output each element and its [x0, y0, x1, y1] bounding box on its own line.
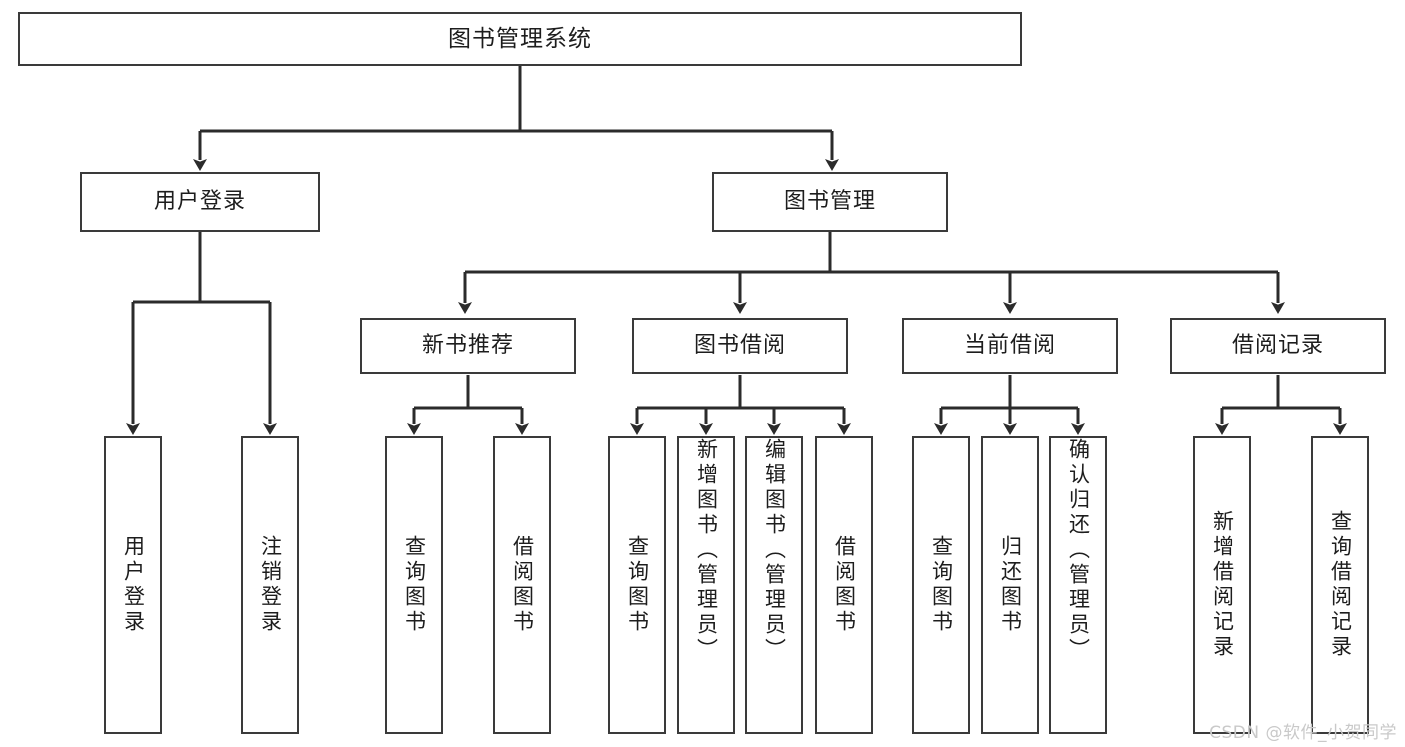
leaf-logout[interactable]: 注销登录	[241, 436, 299, 734]
leaf-return-book[interactable]: 归还图书	[981, 436, 1039, 734]
node-label: 查询图书	[929, 535, 954, 635]
leaf-edit-book-admin[interactable]: 编辑图书（管理员）	[745, 436, 803, 734]
node-current-borrow[interactable]: 当前借阅	[902, 318, 1118, 374]
node-label: 确认归还（管理员）	[1066, 438, 1091, 663]
node-label: 借阅图书	[510, 535, 535, 635]
node-label: 借阅记录	[1231, 333, 1324, 359]
leaf-query-book-c[interactable]: 查询图书	[912, 436, 970, 734]
node-label: 借阅图书	[832, 535, 857, 635]
node-label: 查询图书	[625, 535, 650, 635]
node-label: 查询图书	[402, 535, 427, 635]
leaf-add-book-admin[interactable]: 新增图书（管理员）	[677, 436, 735, 734]
leaf-borrow-book-b[interactable]: 借阅图书	[815, 436, 873, 734]
leaf-borrow-book-a[interactable]: 借阅图书	[493, 436, 551, 734]
leaf-query-borrow-record[interactable]: 查询借阅记录	[1311, 436, 1369, 734]
node-label: 图书借阅	[693, 333, 786, 359]
csdn-watermark: CSDN @软件_小贺同学	[1209, 723, 1397, 743]
node-label: 新增图书（管理员）	[694, 438, 719, 663]
leaf-confirm-return-admin[interactable]: 确认归还（管理员）	[1049, 436, 1107, 734]
leaf-query-book-a[interactable]: 查询图书	[385, 436, 443, 734]
node-label: 注销登录	[258, 535, 283, 635]
node-label: 新增借阅记录	[1210, 510, 1235, 660]
leaf-add-borrow-record[interactable]: 新增借阅记录	[1193, 436, 1251, 734]
leaf-user-login[interactable]: 用户登录	[104, 436, 162, 734]
node-user-login[interactable]: 用户登录	[80, 172, 320, 232]
node-root-system[interactable]: 图书管理系统	[18, 12, 1022, 66]
node-new-book-recommend[interactable]: 新书推荐	[360, 318, 576, 374]
node-label: 图书管理	[783, 189, 876, 215]
node-label: 图书管理系统	[448, 25, 592, 52]
node-borrow-records[interactable]: 借阅记录	[1170, 318, 1386, 374]
node-label: 查询借阅记录	[1328, 510, 1353, 660]
node-book-borrow[interactable]: 图书借阅	[632, 318, 848, 374]
node-label: 用户登录	[121, 535, 146, 635]
node-label: 新书推荐	[421, 333, 514, 359]
node-label: 归还图书	[998, 535, 1023, 635]
node-label: 编辑图书（管理员）	[762, 438, 787, 663]
leaf-query-book-b[interactable]: 查询图书	[608, 436, 666, 734]
node-label: 当前借阅	[963, 333, 1056, 359]
node-label: 用户登录	[153, 189, 246, 215]
node-book-management[interactable]: 图书管理	[712, 172, 948, 232]
